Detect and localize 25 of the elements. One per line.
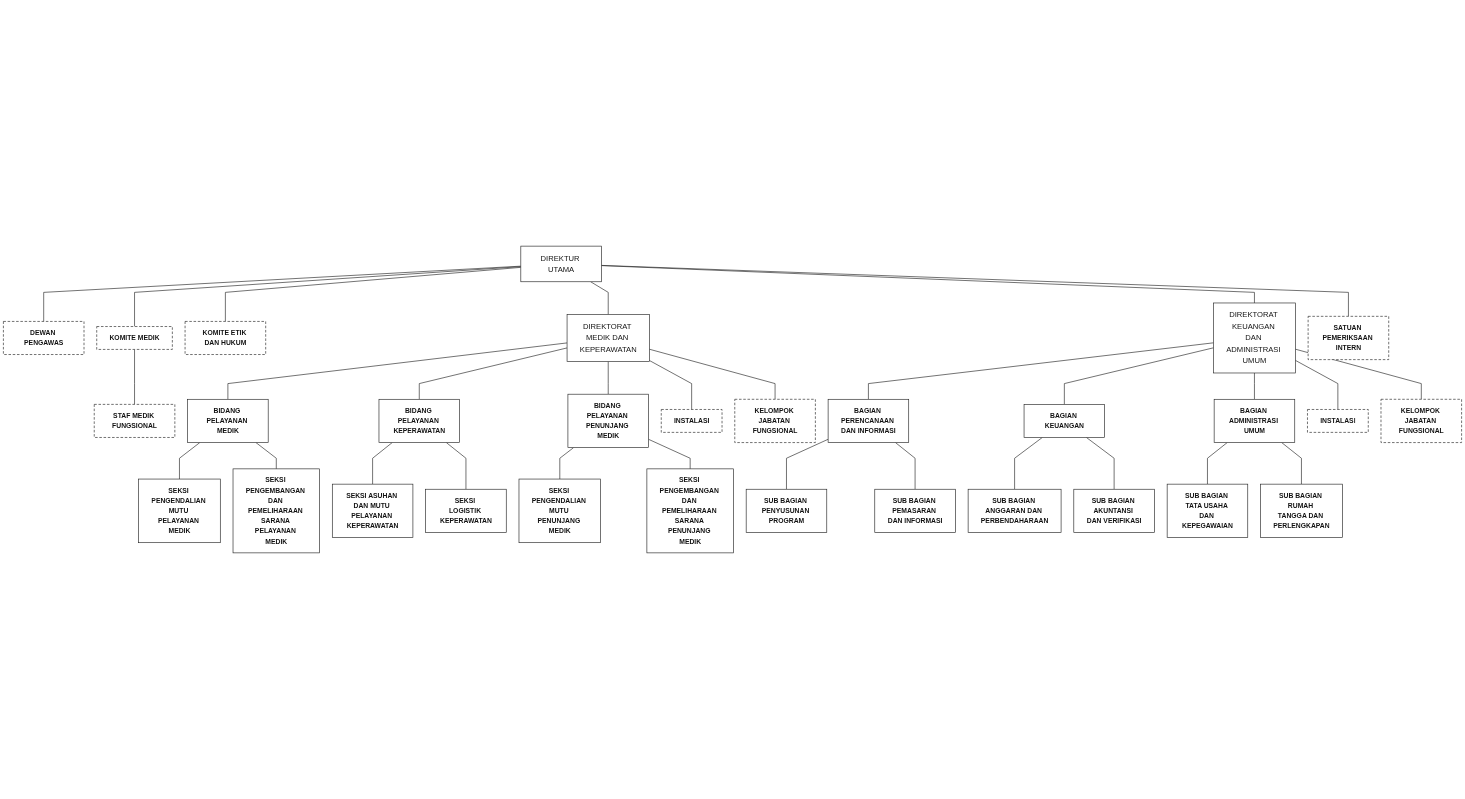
connector bbox=[134, 349, 135, 405]
connector bbox=[868, 342, 1214, 400]
connector bbox=[1086, 437, 1115, 490]
connector bbox=[648, 438, 691, 470]
connector bbox=[418, 347, 568, 400]
connector bbox=[559, 447, 574, 480]
connector bbox=[649, 348, 776, 400]
connector bbox=[227, 342, 568, 400]
connector bbox=[1064, 347, 1214, 405]
connector bbox=[1207, 442, 1228, 485]
connector bbox=[1254, 372, 1255, 400]
connector bbox=[1295, 360, 1339, 410]
connector bbox=[1014, 437, 1043, 490]
connector bbox=[43, 265, 522, 322]
connector bbox=[225, 267, 522, 322]
connector bbox=[255, 442, 277, 470]
connector bbox=[607, 361, 609, 395]
connector bbox=[134, 266, 522, 327]
connector bbox=[446, 442, 467, 490]
connector bbox=[649, 360, 692, 410]
connector bbox=[895, 442, 916, 490]
connector bbox=[1281, 442, 1302, 485]
connector bbox=[601, 265, 1349, 317]
connector bbox=[179, 442, 201, 480]
connector bbox=[372, 442, 393, 485]
